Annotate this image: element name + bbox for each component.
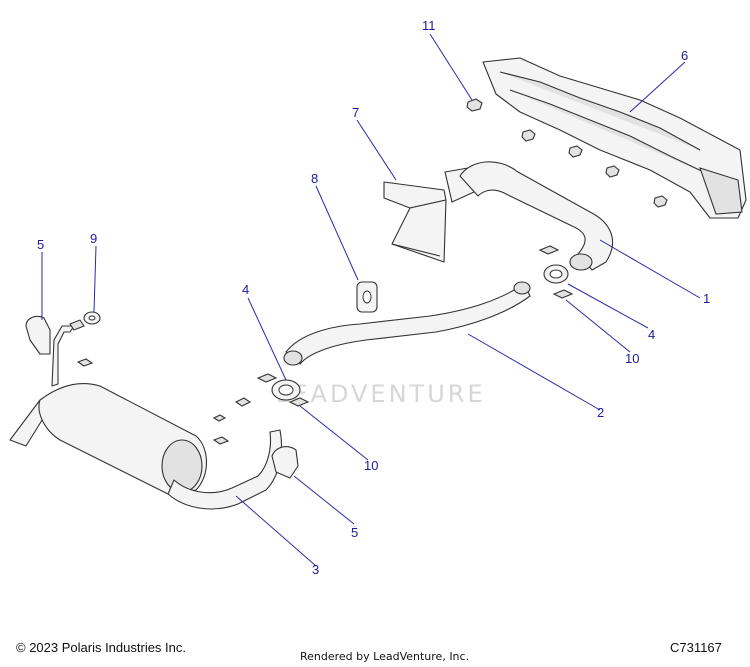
callout-10-left: 10 bbox=[364, 458, 378, 473]
shield-bracket-part bbox=[383, 181, 447, 263]
spring-left-part bbox=[256, 373, 310, 407]
callout-3: 3 bbox=[312, 562, 319, 577]
callout-6: 6 bbox=[681, 48, 688, 63]
callout-11: 11 bbox=[422, 18, 436, 33]
callout-5-left: 5 bbox=[37, 237, 44, 252]
diagram-code: C731167 bbox=[670, 640, 722, 655]
bolts-part bbox=[466, 98, 668, 208]
gasket-left-part bbox=[271, 379, 301, 401]
muffler-part bbox=[9, 319, 283, 510]
spring-right-part bbox=[538, 245, 574, 299]
mid-pipe-part bbox=[283, 281, 531, 366]
clamp-left-part bbox=[25, 315, 51, 355]
callout-4-right: 4 bbox=[648, 327, 655, 342]
watermark: LEADVENTURE bbox=[276, 380, 486, 408]
callout-7: 7 bbox=[352, 105, 359, 120]
callout-4-left: 4 bbox=[242, 282, 249, 297]
rendered-by-text: Rendered by LeadVenture, Inc. bbox=[300, 650, 470, 663]
callout-10-right: 10 bbox=[625, 351, 639, 366]
heat-shield-part bbox=[482, 57, 747, 219]
callout-8: 8 bbox=[311, 171, 318, 186]
callout-2: 2 bbox=[597, 405, 604, 420]
clamp-right-part bbox=[271, 446, 299, 479]
grommet-part bbox=[83, 311, 101, 325]
leader-lines bbox=[41, 33, 701, 567]
isolator-part bbox=[356, 281, 378, 313]
callout-9: 9 bbox=[90, 231, 97, 246]
copyright-text: © 2023 Polaris Industries Inc. bbox=[16, 640, 186, 655]
callout-1: 1 bbox=[703, 291, 710, 306]
callout-numbers: 11 6 7 8 1 4 10 2 4 10 5 9 5 3 bbox=[37, 18, 710, 577]
head-pipe-part bbox=[444, 161, 614, 271]
callout-5-right: 5 bbox=[351, 525, 358, 540]
gasket-right-part bbox=[543, 264, 569, 284]
